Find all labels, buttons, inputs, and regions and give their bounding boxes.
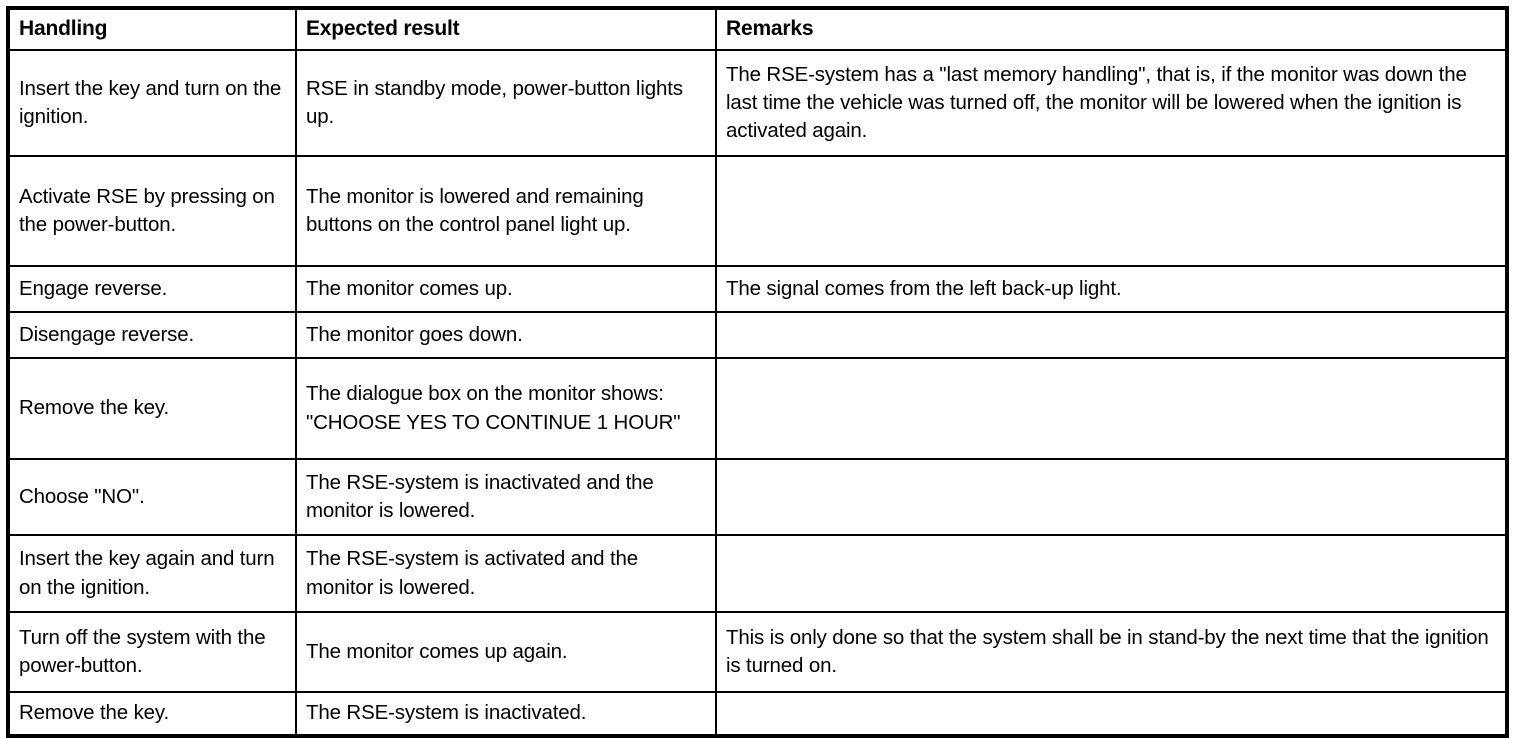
cell-expected-result: The RSE-system is activated and the moni…: [295, 534, 717, 613]
table-header-row: Handling Expected result Remarks: [7, 7, 1508, 51]
cell-remarks-text: The RSE-system has a "last memory handli…: [726, 62, 1467, 143]
cell-remarks: [715, 311, 1508, 359]
cell-expected-result-text: The monitor comes up again.: [306, 639, 568, 663]
table-row: Insert the key and turn on the ignition.…: [7, 49, 1508, 157]
cell-handling: Activate RSE by pressing on the power-bu…: [7, 155, 297, 267]
cell-handling-text: Remove the key.: [19, 701, 170, 725]
cell-handling: Choose "NO".: [7, 458, 297, 536]
cell-expected-result-text: The monitor comes up.: [306, 276, 513, 300]
cell-handling-text: Activate RSE by pressing on the power-bu…: [19, 184, 275, 236]
table-row: Activate RSE by pressing on the power-bu…: [7, 155, 1508, 267]
cell-handling: Engage reverse.: [7, 265, 297, 313]
procedure-table: Handling Expected result Remarks Insert …: [6, 6, 1509, 738]
column-header-remarks: Remarks: [715, 7, 1508, 51]
table-row: Remove the key. The RSE-system is inacti…: [7, 691, 1508, 737]
cell-expected-result-text: The dialogue box on the monitor shows: "…: [306, 382, 681, 434]
cell-remarks: [715, 155, 1508, 267]
cell-expected-result: The monitor goes down.: [295, 311, 717, 359]
cell-expected-result-text: The RSE-system is activated and the moni…: [306, 547, 639, 599]
cell-remarks-text: This is only done so that the system sha…: [726, 625, 1489, 677]
cell-expected-result: The monitor comes up.: [295, 265, 717, 313]
table-row: Turn off the system with the power-butto…: [7, 611, 1508, 693]
cell-expected-result: RSE in standby mode, power-button lights…: [295, 49, 717, 157]
cell-handling-text: Disengage reverse.: [19, 322, 195, 346]
table-row: Insert the key again and turn on the ign…: [7, 534, 1508, 613]
page-root: Handling Expected result Remarks Insert …: [6, 6, 1509, 738]
table-body: Insert the key and turn on the ignition.…: [7, 49, 1508, 737]
cell-expected-result: The dialogue box on the monitor shows: "…: [295, 357, 717, 460]
cell-handling: Turn off the system with the power-butto…: [7, 611, 297, 693]
cell-handling-text: Choose "NO".: [19, 484, 145, 508]
cell-handling-text: Engage reverse.: [19, 276, 168, 300]
cell-remarks: [715, 357, 1508, 460]
cell-expected-result-text: The monitor goes down.: [306, 322, 523, 346]
table-row: Disengage reverse. The monitor goes down…: [7, 311, 1508, 359]
cell-expected-result-text: RSE in standby mode, power-button lights…: [306, 76, 683, 128]
cell-remarks: The RSE-system has a "last memory handli…: [715, 49, 1508, 157]
cell-remarks: The signal comes from the left back-up l…: [715, 265, 1508, 313]
table-row: Remove the key. The dialogue box on the …: [7, 357, 1508, 460]
cell-handling: Remove the key.: [7, 357, 297, 460]
cell-remarks-text: The signal comes from the left back-up l…: [726, 276, 1122, 300]
column-header-expected-result: Expected result: [295, 7, 717, 51]
cell-expected-result-text: The RSE-system is inactivated.: [306, 701, 587, 725]
cell-expected-result: The monitor is lowered and remaining but…: [295, 155, 717, 267]
table-header: Handling Expected result Remarks: [7, 7, 1508, 51]
cell-handling-text: Insert the key again and turn on the ign…: [19, 547, 275, 599]
cell-expected-result-text: The monitor is lowered and remaining but…: [306, 184, 644, 236]
cell-handling-text: Insert the key and turn on the ignition.: [19, 76, 282, 128]
cell-expected-result: The RSE-system is inactivated.: [295, 691, 717, 737]
cell-expected-result-text: The RSE-system is inactivated and the mo…: [306, 470, 654, 522]
cell-expected-result: The monitor comes up again.: [295, 611, 717, 693]
cell-remarks: [715, 691, 1508, 737]
cell-remarks: This is only done so that the system sha…: [715, 611, 1508, 693]
cell-handling: Insert the key again and turn on the ign…: [7, 534, 297, 613]
table-row: Choose "NO". The RSE-system is inactivat…: [7, 458, 1508, 536]
cell-handling-text: Turn off the system with the power-butto…: [19, 625, 266, 677]
cell-handling-text: Remove the key.: [19, 396, 170, 420]
cell-handling: Disengage reverse.: [7, 311, 297, 359]
table-row: Engage reverse. The monitor comes up. Th…: [7, 265, 1508, 313]
cell-handling: Remove the key.: [7, 691, 297, 737]
cell-handling: Insert the key and turn on the ignition.: [7, 49, 297, 157]
cell-remarks: [715, 534, 1508, 613]
cell-expected-result: The RSE-system is inactivated and the mo…: [295, 458, 717, 536]
cell-remarks: [715, 458, 1508, 536]
column-header-handling: Handling: [7, 7, 297, 51]
